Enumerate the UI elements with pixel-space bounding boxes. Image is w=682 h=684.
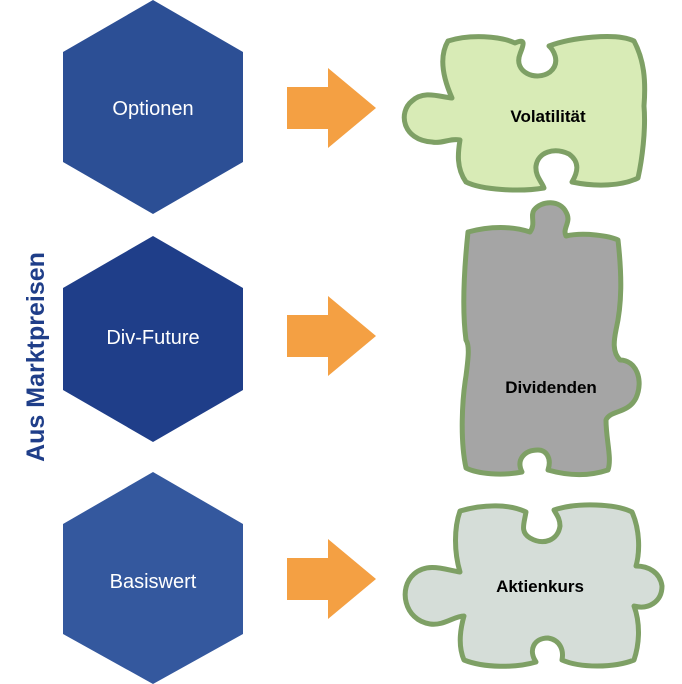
puzzle-piece-stock [402, 502, 665, 669]
arrow-2 [287, 296, 376, 376]
hexagon-div-future-label: Div-Future [106, 327, 199, 349]
arrow-3 [287, 539, 376, 619]
hexagon-basiswert-label: Basiswert [110, 571, 197, 593]
puzzle-label-dividends: Dividenden [505, 378, 597, 397]
hexagon-optionen [63, 0, 243, 214]
hexagon-div-future [63, 236, 243, 442]
puzzle-label-volatility: Volatilität [510, 107, 586, 126]
arrow-1 [287, 68, 376, 148]
hexagon-optionen-label: Optionen [112, 98, 193, 120]
hexagon-basiswert [63, 472, 243, 684]
puzzle-piece-volatility [401, 34, 648, 193]
side-label: Aus Marktpreisen [22, 252, 50, 462]
puzzle-piece-dividends [459, 200, 642, 478]
puzzle-label-stock: Aktienkurs [496, 577, 584, 596]
